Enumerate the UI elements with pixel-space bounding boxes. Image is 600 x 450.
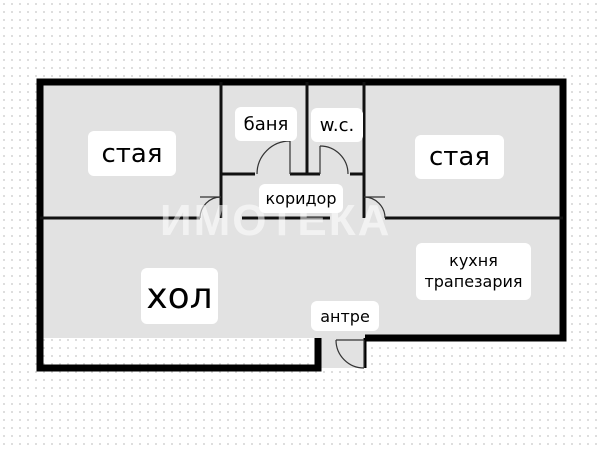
room-label-entrance: антре	[311, 301, 379, 331]
room-label-wc: w.c.	[311, 108, 363, 142]
entrance-door-posts	[316, 338, 367, 368]
room-label-bedroom-left: стая	[88, 131, 176, 176]
kitchen-label-line1: кухня	[449, 250, 498, 270]
kitchen-label-line2: трапезария	[424, 271, 523, 291]
interior-walls	[40, 82, 563, 220]
door-swings	[199, 140, 386, 369]
room-label-bedroom-right: стая	[415, 135, 504, 179]
room-label-kitchen-dining: кухня трапезария	[416, 243, 531, 300]
floor-area	[40, 82, 563, 368]
room-label-bathroom: баня	[235, 107, 297, 141]
room-label-living-room: хол	[141, 268, 218, 324]
room-label-corridor: коридор	[259, 184, 343, 213]
